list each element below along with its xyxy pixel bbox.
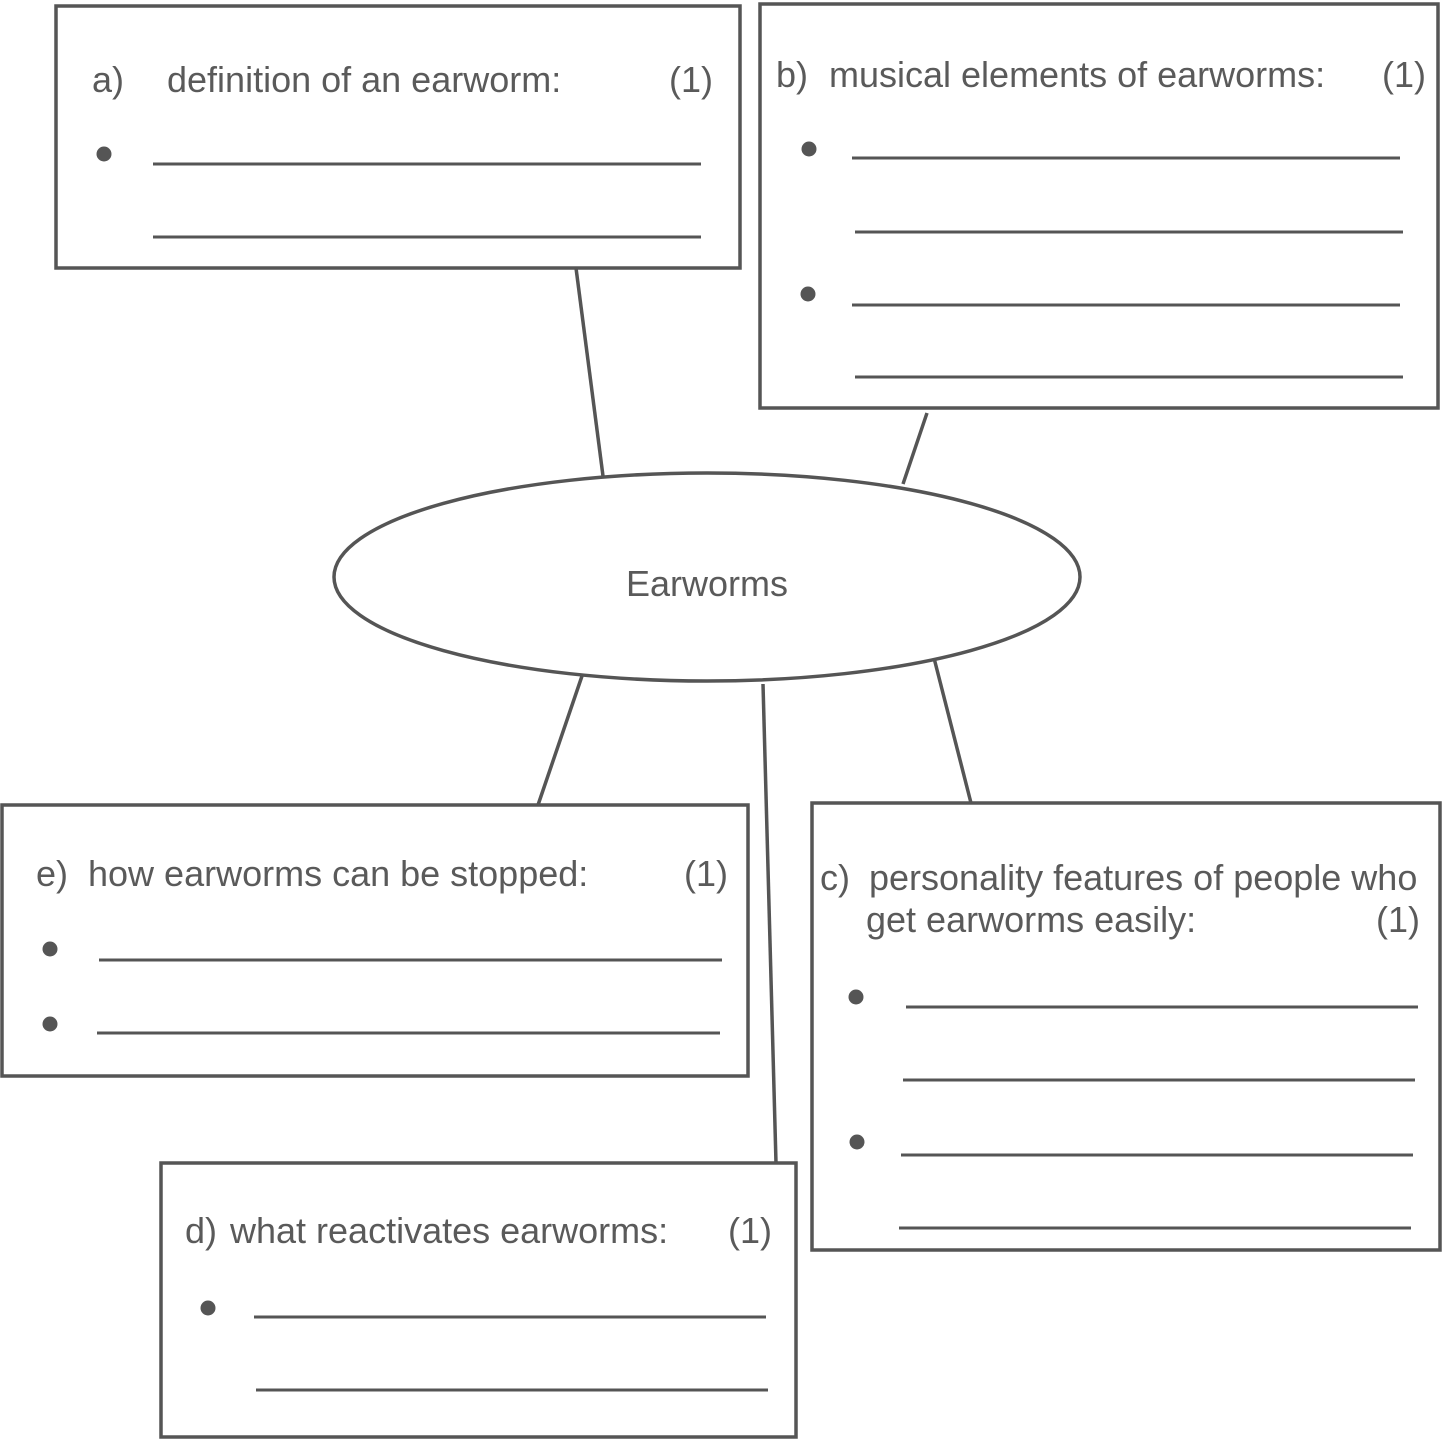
box-d: d) what reactivates earworms: (1) bbox=[159, 1161, 798, 1439]
box-a-label: definition of an earworm: bbox=[167, 59, 561, 100]
box-d-marks: (1) bbox=[728, 1210, 772, 1251]
box-b-letter: b) bbox=[776, 54, 808, 95]
box-c: c) personality features of people who ge… bbox=[810, 801, 1442, 1252]
center-node: Earworms bbox=[332, 471, 1082, 683]
bullet-icon bbox=[200, 1300, 216, 1316]
box-e-marks: (1) bbox=[684, 853, 728, 894]
bullet-icon bbox=[848, 989, 864, 1005]
box-b-frame bbox=[758, 2, 1440, 410]
box-d-frame bbox=[159, 1161, 798, 1439]
bullet-icon bbox=[801, 141, 817, 157]
bullet-icon bbox=[800, 286, 816, 302]
box-b-marks: (1) bbox=[1382, 54, 1426, 95]
box-d-label: what reactivates earworms: bbox=[229, 1210, 668, 1251]
connector-b bbox=[901, 412, 929, 485]
bullet-icon bbox=[96, 146, 112, 162]
box-c-marks: (1) bbox=[1376, 899, 1420, 940]
box-a-frame bbox=[54, 4, 742, 270]
box-c-letter: c) bbox=[820, 857, 850, 898]
center-label: Earworms bbox=[626, 563, 788, 604]
box-c-frame bbox=[810, 801, 1442, 1252]
connector-d bbox=[761, 683, 778, 1164]
center-ellipse bbox=[332, 471, 1082, 683]
box-b: b) musical elements of earworms: (1) bbox=[758, 2, 1440, 410]
box-e-label: how earworms can be stopped: bbox=[88, 853, 588, 894]
box-e-letter: e) bbox=[36, 853, 68, 894]
box-e: e) how earworms can be stopped: (1) bbox=[0, 803, 750, 1078]
box-b-label: musical elements of earworms: bbox=[829, 54, 1325, 95]
bullet-icon bbox=[42, 941, 58, 957]
box-e-frame bbox=[0, 803, 750, 1078]
box-c-label-line2: get earworms easily: bbox=[866, 899, 1196, 940]
box-d-letter: d) bbox=[185, 1210, 217, 1251]
connector-a bbox=[574, 267, 605, 477]
box-a-letter: a) bbox=[92, 59, 124, 100]
bullet-icon bbox=[42, 1016, 58, 1032]
box-c-label-line1: personality features of people who bbox=[869, 857, 1417, 898]
bullet-icon bbox=[849, 1134, 865, 1150]
box-a: a) definition of an earworm: (1) bbox=[54, 4, 742, 270]
connector-e bbox=[536, 675, 584, 806]
connector-c bbox=[932, 657, 973, 804]
box-a-marks: (1) bbox=[669, 59, 713, 100]
